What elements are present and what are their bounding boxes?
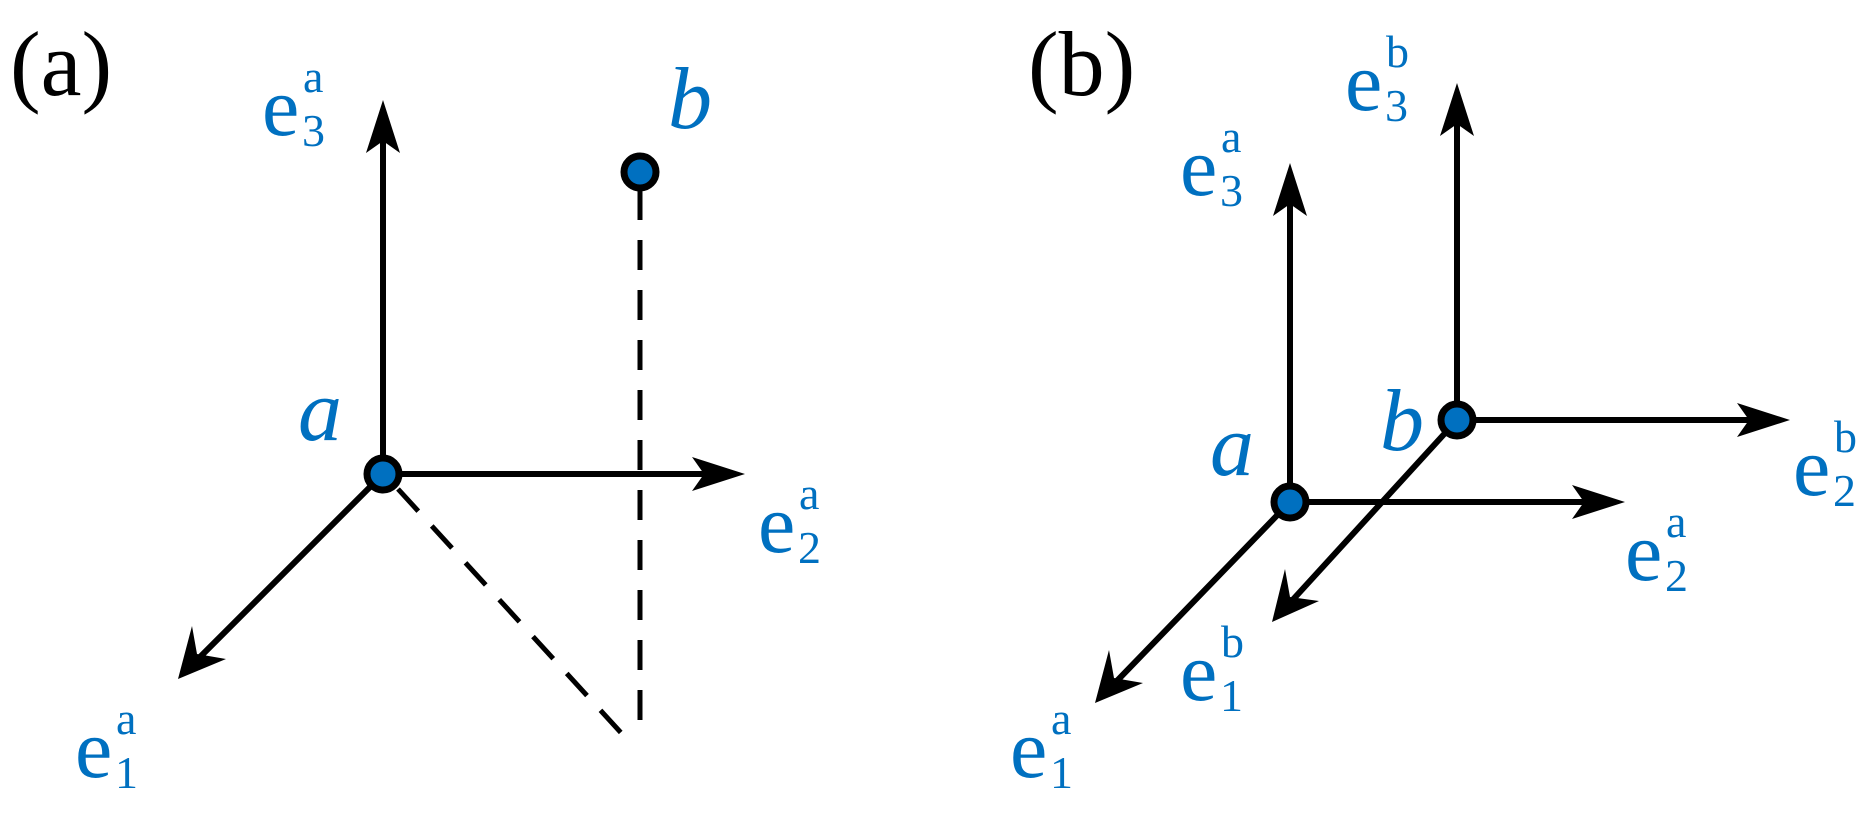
panel-b-arrow-e3b xyxy=(1440,83,1474,136)
panel-a-node-b xyxy=(620,152,660,192)
panel-b-node-b xyxy=(1437,400,1477,440)
svg-text:1: 1 xyxy=(1050,747,1073,798)
panel-b-node-a xyxy=(1270,482,1310,522)
svg-text:e: e xyxy=(1180,626,1217,719)
svg-text:a: a xyxy=(116,693,136,744)
panel-a-label-e2a: e 2 a xyxy=(758,468,821,573)
svg-text:e: e xyxy=(1793,421,1830,514)
svg-text:3: 3 xyxy=(1220,165,1243,216)
panel-a-point-b-label: b xyxy=(668,51,712,148)
svg-text:2: 2 xyxy=(1665,550,1688,601)
svg-text:a: a xyxy=(799,468,819,519)
panel-b-axis-e1b xyxy=(1285,417,1460,608)
svg-text:e: e xyxy=(1010,703,1047,796)
svg-text:b: b xyxy=(1834,411,1857,462)
panel-b-label: (b) xyxy=(1028,13,1135,115)
panel-b-point-b-label: b xyxy=(1380,373,1424,470)
panel-b-axis-e1a xyxy=(1109,499,1293,689)
panel-b-point-a-label: a xyxy=(1210,398,1254,495)
panel-a-axis-e1a xyxy=(192,471,386,665)
svg-text:a: a xyxy=(1051,693,1071,744)
panel-b-arrow-e1b xyxy=(1272,569,1319,622)
svg-text:e: e xyxy=(1180,121,1217,214)
svg-text:1: 1 xyxy=(115,747,138,798)
svg-text:1: 1 xyxy=(1220,670,1243,721)
panel-b: (b) a b e 3 a e 2 a e xyxy=(1010,13,1857,798)
panel-a-arrow-e3a xyxy=(366,100,400,153)
panel-a-arrow-e2a xyxy=(692,457,745,491)
svg-text:e: e xyxy=(758,478,795,571)
svg-text:e: e xyxy=(262,61,299,154)
svg-text:2: 2 xyxy=(798,522,821,573)
panel-b-label-e2b: e 2 b xyxy=(1793,411,1857,516)
panel-a-label-e1a: e 1 a xyxy=(75,693,138,798)
panel-b-arrow-e1a xyxy=(1095,650,1143,703)
svg-text:2: 2 xyxy=(1833,465,1856,516)
svg-text:b: b xyxy=(1221,616,1244,667)
panel-b-label-e3a: e 3 a xyxy=(1180,111,1243,216)
panel-b-label-e1b: e 1 b xyxy=(1180,616,1244,721)
panel-a-dashed-diagonal xyxy=(396,487,636,749)
panel-b-arrow-e2a xyxy=(1572,485,1625,519)
panel-a-point-a-label: a xyxy=(298,363,342,460)
svg-text:e: e xyxy=(75,703,112,796)
panel-a: (a) a b e 3 a e 2 a e 1 a xyxy=(10,13,821,798)
panel-a-node-a xyxy=(363,454,403,494)
svg-text:e: e xyxy=(1345,36,1382,129)
svg-text:e: e xyxy=(1625,506,1662,599)
panel-a-label: (a) xyxy=(10,13,112,115)
panel-b-label-e1a: e 1 a xyxy=(1010,693,1073,798)
panel-a-label-e3a: e 3 a xyxy=(262,51,325,156)
svg-text:3: 3 xyxy=(302,105,325,156)
panel-b-label-e3b: e 3 b xyxy=(1345,26,1409,131)
svg-text:a: a xyxy=(1221,111,1241,162)
panel-b-label-e2a: e 2 a xyxy=(1625,496,1688,601)
svg-text:a: a xyxy=(1666,496,1686,547)
panel-a-arrow-e1a xyxy=(178,626,226,679)
panel-b-arrow-e2b xyxy=(1737,403,1790,437)
svg-text:3: 3 xyxy=(1385,80,1408,131)
svg-text:a: a xyxy=(303,51,323,102)
svg-text:b: b xyxy=(1386,26,1409,77)
panel-b-arrow-e3a xyxy=(1273,163,1307,216)
